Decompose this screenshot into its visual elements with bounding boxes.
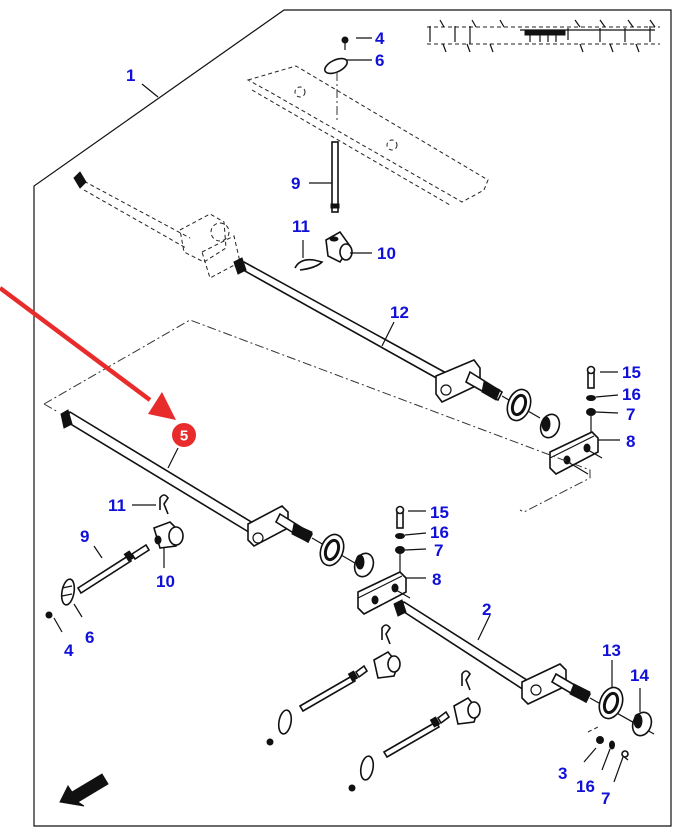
ghost-cover-plate (246, 65, 489, 203)
bushing-14[interactable] (629, 710, 654, 739)
lock-plate-6-left[interactable] (60, 578, 76, 606)
ghost-envelope (43, 319, 591, 513)
callout-16-mid: 16 (430, 523, 449, 542)
callout-10-left: 10 (156, 572, 175, 591)
callout-16-right: 16 (622, 385, 641, 404)
pin-assembly-extra-1[interactable] (266, 624, 401, 746)
bushing-upper[interactable] (537, 412, 562, 441)
callout-8-mid: 8 (432, 570, 441, 589)
washer-16-bottom[interactable] (609, 740, 615, 750)
callout-10-top: 10 (377, 244, 396, 263)
callout-4-top: 4 (375, 29, 385, 48)
r-clip-11-left[interactable] (159, 494, 169, 515)
pin-assembly-extra-2[interactable] (348, 670, 481, 792)
shaft-2[interactable] (393, 599, 592, 705)
direction-arrow-icon (59, 773, 109, 807)
washer-16-mid[interactable] (395, 533, 405, 539)
highlight-arrow (0, 286, 176, 420)
callout-12: 12 (390, 303, 409, 322)
bolt-15-right[interactable] (586, 365, 596, 389)
clamp-block-8-mid[interactable] (357, 571, 407, 615)
callout-11-top: 11 (292, 217, 310, 236)
r-clip-11-top[interactable] (294, 258, 324, 271)
shaft-5[interactable] (60, 409, 314, 547)
callout-14: 14 (630, 666, 649, 685)
lock-plate-6-top[interactable] (323, 55, 350, 76)
callout-9-left: 9 (80, 527, 89, 546)
callout-3: 3 (558, 764, 567, 783)
callout-4-left: 4 (64, 641, 74, 660)
flange-bushing-mid[interactable] (316, 531, 348, 569)
bolt-4-top[interactable] (341, 36, 349, 50)
bushing-mid[interactable] (351, 551, 376, 580)
pivot-10-left[interactable] (153, 521, 184, 549)
callout-8-right: 8 (626, 432, 635, 451)
flange-bushing-13[interactable] (595, 684, 627, 722)
callout-1: 1 (126, 66, 135, 85)
assembly-overview-thumbnail[interactable] (425, 19, 665, 54)
ghost-shaft (77, 177, 191, 249)
nut-7-right[interactable] (586, 408, 596, 416)
highlight-badge-label: 5 (180, 428, 188, 445)
bolt-7-bottom[interactable] (621, 750, 629, 761)
callout-15-mid: 15 (430, 503, 449, 522)
washer-16-right[interactable] (586, 395, 596, 401)
callout-11-left: 11 (108, 496, 126, 515)
flange-bushing-upper[interactable] (503, 386, 535, 424)
clamp-block-8-right[interactable] (549, 431, 599, 475)
pivot-10-top[interactable] (325, 230, 353, 264)
callout-7-bottom: 7 (601, 789, 610, 808)
pin-9-left[interactable] (76, 543, 151, 595)
callout-6-left: 6 (85, 628, 94, 647)
callout-2: 2 (482, 600, 491, 619)
bolt-15-mid[interactable] (395, 505, 405, 529)
callout-6-top: 6 (375, 51, 384, 70)
callout-7-right: 7 (626, 405, 635, 424)
bolt-4-left[interactable] (45, 611, 53, 619)
callout-15-right: 15 (622, 363, 641, 382)
callout-16-bottom: 16 (576, 777, 595, 796)
callout-13: 13 (602, 641, 621, 660)
shaft-12[interactable] (233, 257, 504, 404)
nut-7-mid[interactable] (395, 546, 405, 554)
callout-9-top: 9 (291, 174, 300, 193)
ghost-bearing-block (179, 213, 241, 279)
pin-9-top[interactable] (330, 141, 340, 213)
callout-7-mid: 7 (434, 541, 443, 560)
nut-3[interactable] (596, 736, 604, 744)
assembly-frame (33, 9, 672, 827)
highlight-badge-5[interactable]: 5 (172, 423, 196, 447)
